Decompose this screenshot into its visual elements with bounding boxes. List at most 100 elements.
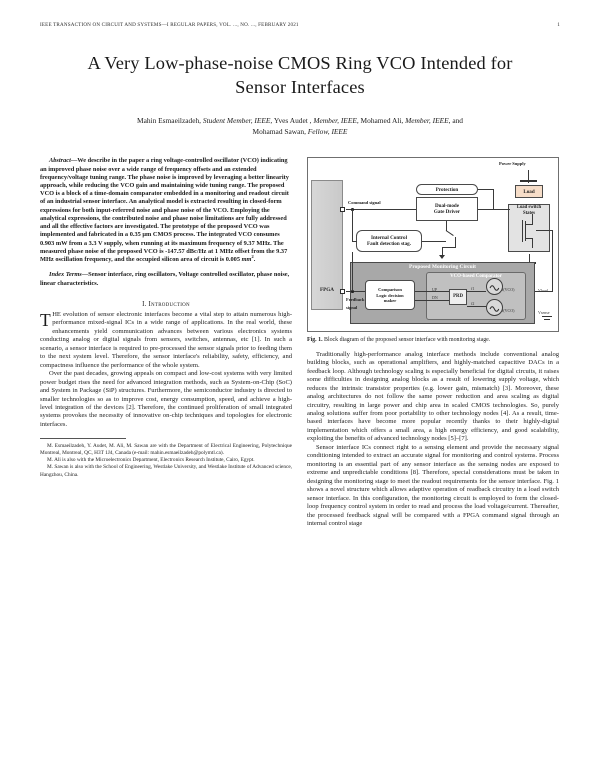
index-terms-text: Sensor interface, ring oscillators, Volt… bbox=[40, 271, 290, 287]
vsense-ground-bar-1 bbox=[542, 316, 552, 318]
index-terms-dash: — bbox=[81, 271, 89, 279]
author-list: Mahin Esmaeilzadeh, Student Member, IEEE… bbox=[54, 116, 546, 137]
author-sep-1: , Yves Audet , bbox=[270, 115, 314, 125]
author-4-membership: Fellow, IEEE bbox=[307, 126, 348, 136]
fpga-block bbox=[311, 180, 343, 311]
sine-wave-icon-2 bbox=[489, 306, 500, 313]
right-paragraph-1: Traditionally high-performance analog in… bbox=[307, 350, 559, 443]
command-signal-label: Command signal bbox=[348, 200, 381, 206]
dn-wire bbox=[415, 300, 449, 302]
author-1-membership: Student Member, IEEE bbox=[202, 115, 271, 125]
arrow-down-icon bbox=[439, 255, 445, 260]
feedback-signal-wire bbox=[346, 291, 365, 293]
load-switch-block bbox=[508, 204, 550, 253]
footnote-2: M. Ali is also with the Microelectronics… bbox=[47, 457, 255, 464]
load-switch-label-line1: Load switch bbox=[516, 205, 542, 211]
figure-1-caption: Fig. 1. Block diagram of the proposed se… bbox=[307, 337, 559, 344]
section-number: I. bbox=[142, 300, 147, 308]
fpga-label: FPGA bbox=[319, 287, 335, 294]
command-to-internal-wire bbox=[352, 241, 357, 243]
up-wire bbox=[415, 291, 449, 293]
comparison-logic-label: Comparison Logic decision maker bbox=[376, 287, 403, 303]
gate-driver-stub-wire bbox=[446, 221, 447, 232]
vco-1-label: f(VCO) bbox=[502, 287, 515, 293]
command-branch-wire bbox=[352, 209, 353, 242]
protection-down-wire bbox=[493, 189, 494, 210]
gate-driver-label: Dual-mode Gate Driver bbox=[434, 203, 460, 215]
load-label: Load bbox=[523, 188, 535, 195]
abstract: Abstract—We describe in the paper a ring… bbox=[40, 157, 292, 264]
feedback-riser-wire bbox=[352, 252, 353, 292]
protection-label: Protection bbox=[435, 186, 459, 193]
figure-1: FPGA Power Supply Load Load switch State… bbox=[307, 157, 559, 344]
running-head-left: IEEE TRANSACTION ON CIRCUIT AND SYSTEMS—… bbox=[40, 22, 299, 28]
feedback-junction-dot bbox=[351, 290, 354, 293]
footnote-3: M. Sawan is also with the School of Engi… bbox=[40, 464, 292, 478]
footnote-1: M. Esmaeilzadeh, Y. Audet, M. Ali, M. Sa… bbox=[40, 443, 292, 457]
author-2-membership: Member, IEEE bbox=[313, 115, 357, 125]
abstract-text-2: μm CMOS process. The integrated VCO cons… bbox=[40, 231, 288, 264]
f1-signal-label: f1 bbox=[471, 286, 475, 292]
mosfet-drain-vert bbox=[532, 214, 533, 226]
comparison-logic-line3: maker bbox=[383, 297, 397, 303]
author-1: Mahin Esmaeilzadeh, bbox=[137, 115, 203, 125]
oscillator-2-icon bbox=[486, 299, 503, 317]
power-supply-label: Power Supply bbox=[499, 161, 526, 167]
abstract-dash: — bbox=[70, 157, 78, 165]
gate-driver-label-line1: Dual-mode bbox=[434, 203, 460, 210]
author-3-membership: Member, IEEE bbox=[405, 115, 449, 125]
vload-tap-wire bbox=[536, 230, 553, 232]
gate-driver-out-wire bbox=[478, 209, 510, 211]
author-sep-3: , and bbox=[448, 115, 463, 125]
section-heading-introduction: I. Introduction bbox=[40, 301, 292, 308]
switch-down-wire bbox=[455, 237, 456, 248]
author-sep-2: , Mohamed Ali, bbox=[356, 115, 406, 125]
f2-signal-label: f2 bbox=[471, 301, 475, 307]
mosfet-source-line bbox=[525, 238, 533, 240]
prd-to-osc1-wire bbox=[467, 291, 486, 293]
abstract-lead: Abstract bbox=[49, 157, 71, 165]
body-columns: Abstract—We describe in the paper a ring… bbox=[40, 157, 560, 528]
left-column: Abstract—We describe in the paper a ring… bbox=[40, 157, 292, 528]
right-paragraph-2: Sensor interface ICs connect right to a … bbox=[307, 443, 559, 528]
power-supply-bar bbox=[520, 180, 537, 182]
prd-label: PRD bbox=[453, 294, 463, 300]
comparison-logic-line1: Comparison bbox=[378, 287, 402, 293]
command-signal-wire bbox=[346, 209, 416, 211]
drop-cap: T bbox=[40, 309, 51, 330]
vsense-label: Vsense bbox=[538, 310, 550, 316]
feedback-signal-port bbox=[340, 289, 345, 294]
vload-feedback-wire bbox=[552, 230, 553, 293]
intro-paragraph-1-text: HE evolution of sensor electronic interf… bbox=[40, 310, 292, 369]
ground-wire bbox=[529, 254, 530, 263]
page-title: A Very Low-phase-noise CMOS Ring VCO Int… bbox=[87, 53, 513, 97]
abstract-text: We describe in the paper a ring voltage-… bbox=[40, 157, 289, 239]
abstract-period: . bbox=[253, 256, 256, 264]
feedback-signal-label-line1: Feedback bbox=[346, 297, 365, 303]
gate-driver-label-line2: Gate Driver bbox=[433, 209, 461, 216]
prd-to-osc2-wire bbox=[467, 306, 486, 308]
switch-arm bbox=[445, 230, 454, 237]
intro-paragraph-2: Over the past decades, growing appeals o… bbox=[40, 370, 292, 428]
power-supply-wire bbox=[528, 170, 529, 184]
mosfet-channel-line bbox=[525, 221, 526, 242]
vload-wire bbox=[535, 291, 553, 293]
figure-1-caption-text: Block diagram of the proposed sensor int… bbox=[324, 337, 491, 344]
vco-2-label: f(VCO) bbox=[502, 308, 515, 314]
internal-control-label-line2: Fault detection stag. bbox=[367, 241, 411, 248]
mosfet-gate-line bbox=[522, 220, 523, 243]
vload-label: Vload bbox=[538, 288, 548, 293]
comparison-logic-line2: Logic decision bbox=[376, 292, 404, 298]
load-switch-label-line2: States bbox=[523, 210, 535, 216]
command-signal-port bbox=[340, 207, 345, 212]
author-4: Mohamad Sawan, bbox=[252, 126, 308, 136]
mosfet-drain-line bbox=[525, 224, 533, 226]
comparison-logic-block: Comparison Logic decision maker bbox=[365, 280, 415, 311]
mosfet-source-vert bbox=[532, 238, 533, 249]
figure-1-caption-label: Fig. 1. bbox=[307, 337, 323, 344]
oscillator-1-icon bbox=[486, 278, 503, 296]
switch-to-monitor-wire bbox=[442, 247, 443, 256]
protection-out-wire bbox=[478, 189, 494, 191]
feedback-signal-label-line2: signal bbox=[346, 305, 358, 311]
